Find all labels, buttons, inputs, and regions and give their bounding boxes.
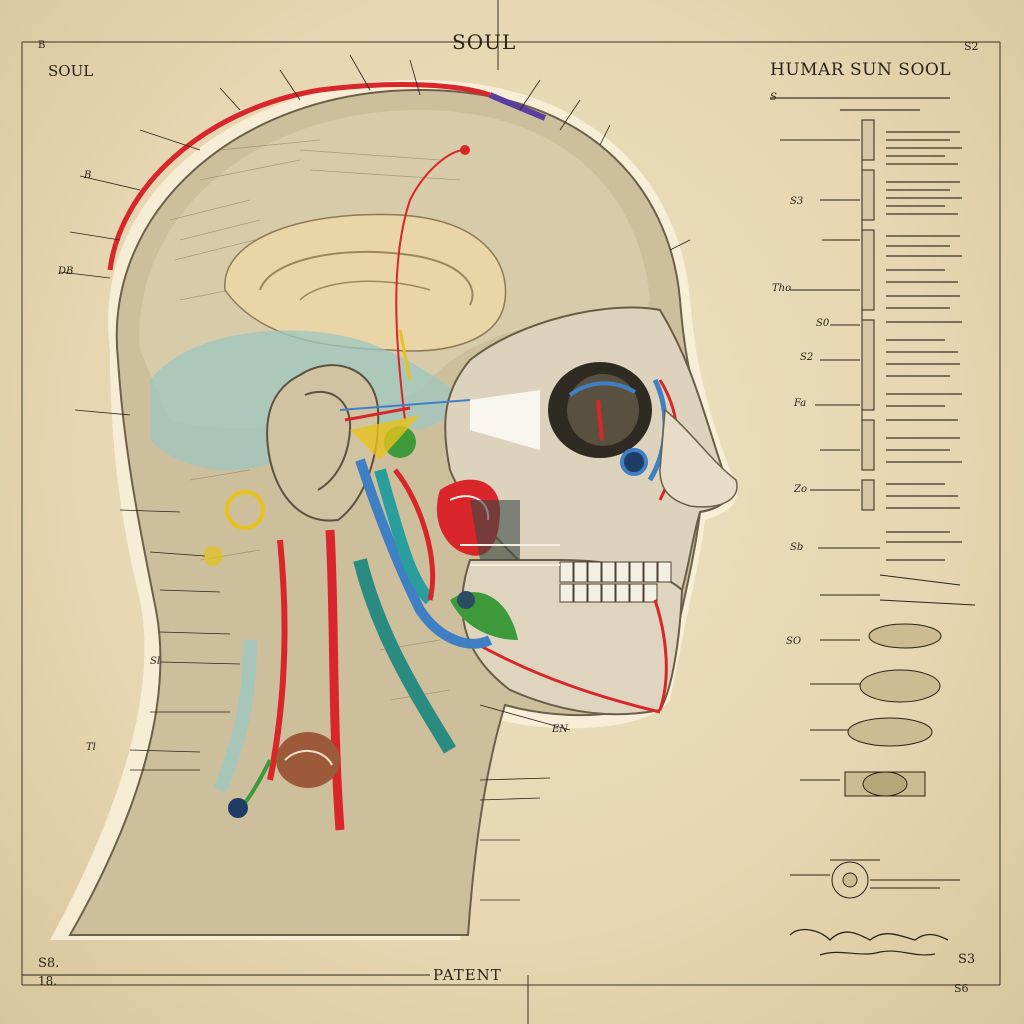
right-apparatus [780, 119, 880, 876]
teeth [559, 561, 672, 603]
title-left: SOUL [48, 62, 94, 80]
annotation-mark: S [770, 92, 777, 103]
annotation-mark: Sl [150, 656, 161, 667]
leader-lines-left [59, 54, 691, 901]
corner-mark-tl: B [38, 40, 46, 51]
annotation-mark: S2 [800, 352, 814, 363]
yellow-ring [225, 490, 265, 530]
annotation-mark: Sb [790, 542, 804, 553]
artery-neck [325, 529, 345, 831]
eye-ring [620, 448, 648, 476]
nose [659, 408, 738, 508]
page-frame [21, 0, 1001, 1024]
annotation-mark: Tho [772, 283, 792, 294]
annotation-mark: DB [58, 266, 74, 277]
signature [789, 928, 949, 941]
annotation-mark: S0 [816, 318, 830, 329]
annotation-mark: B [84, 170, 92, 181]
annotation-mark: SO [786, 636, 802, 647]
annotation-mark: Tl [86, 742, 96, 753]
annotation-mark: EN [552, 724, 569, 735]
blue-bead [228, 798, 248, 818]
corner-mark-br: S3 [958, 952, 976, 967]
corner-mark-bl2: 18. [38, 974, 58, 988]
corner-mark-bl: S8. [38, 956, 60, 971]
corner-mark-tr: S2 [964, 40, 979, 53]
corner-mark-br2: S6 [954, 982, 969, 995]
footer-patent: PATENT [433, 966, 502, 984]
right-text-strokes [770, 97, 962, 561]
annotation-mark: Fa [794, 398, 807, 409]
annotation-mark: Zo [794, 484, 807, 495]
title-top: SOUL [452, 30, 517, 54]
throat-organ [276, 732, 340, 788]
devices [830, 574, 976, 899]
annotation-mark: S3 [790, 196, 804, 207]
title-right: HUMAR SUN SOOL [770, 60, 952, 80]
red-arc [107, 82, 491, 271]
red-nerve [395, 149, 466, 421]
ear [266, 364, 380, 522]
